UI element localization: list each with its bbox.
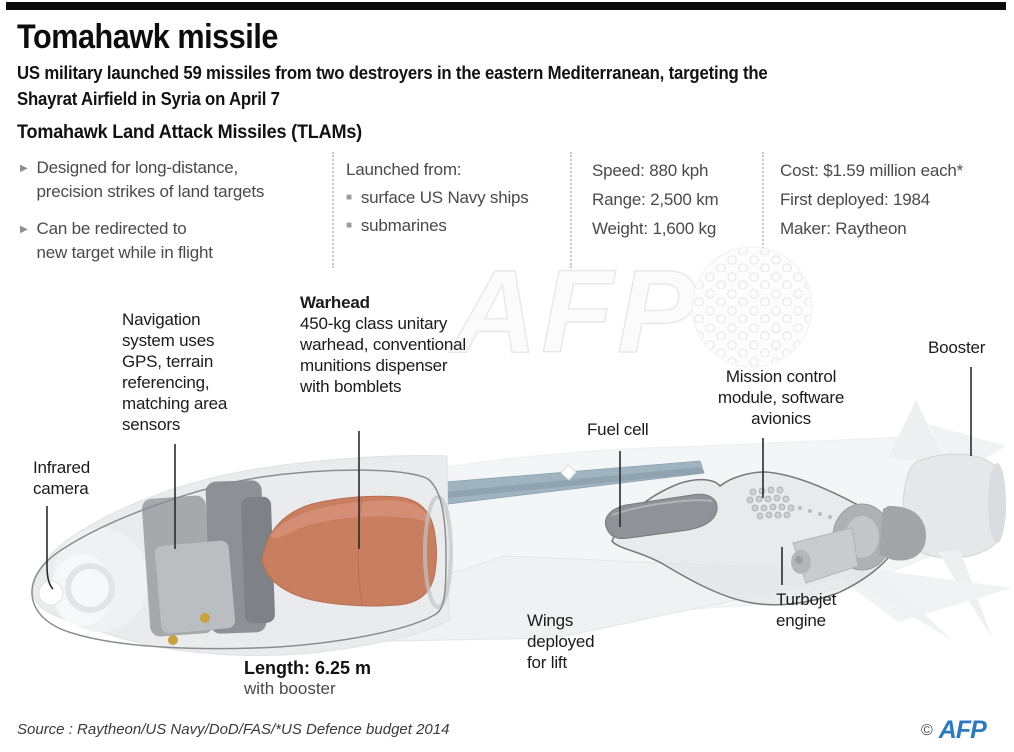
page-title: Tomahawk missile <box>17 18 278 56</box>
specs-block: Speed: 880 kph Range: 2,500 km Weight: 1… <box>592 156 719 243</box>
rear-lower-fin <box>850 572 952 640</box>
triangle-bullet-icon: ▶ <box>20 163 28 174</box>
label-warhead-title: Warhead <box>300 293 370 312</box>
dotted-separator <box>570 152 572 268</box>
launched-from-item: ■ surface US Navy ships <box>346 184 561 212</box>
label-turbojet: Turbojet engine <box>776 590 837 630</box>
afp-logo: © AFP <box>921 716 987 745</box>
label-length-sub: with booster <box>244 679 336 698</box>
navigation-equipment-shape <box>141 480 275 645</box>
meta-line: Cost: $1.59 million each* <box>780 161 964 180</box>
copyright-icon: © <box>921 721 933 739</box>
fuel-cell-shape <box>604 493 718 539</box>
meta-line: Maker: Raytheon <box>780 219 907 238</box>
meta-line: First deployed: 1984 <box>780 190 931 209</box>
leader-lines <box>46 367 972 590</box>
infrared-camera-shape <box>38 528 148 632</box>
label-mission-control: Mission control module, software avionic… <box>717 367 845 428</box>
warhead-shape <box>261 495 453 609</box>
label-navigation: Navigation system uses GPS, terrain refe… <box>122 310 228 434</box>
turbojet-engine-shape <box>791 503 926 584</box>
label-booster: Booster <box>928 338 986 357</box>
spec-line: Range: 2,500 km <box>592 190 719 209</box>
label-length: Length: 6.25 m with booster <box>244 658 371 699</box>
dotted-separator <box>762 152 764 268</box>
label-infrared-camera: Infrared camera <box>33 458 90 498</box>
page-subtitle: US military launched 59 missiles from tw… <box>17 63 768 109</box>
launched-from-text: surface US Navy ships <box>360 188 529 207</box>
label-wings: Wings deployed for lift <box>527 611 595 672</box>
label-fuel-cell: Fuel cell <box>587 420 649 439</box>
top-rule <box>6 2 1006 10</box>
afp-watermark-text: AFP <box>449 246 700 378</box>
spec-line: Speed: 880 kph <box>592 161 709 180</box>
fact-text: Can be redirected to new target while in… <box>36 219 213 262</box>
fact-item: ▶ Can be redirected to new target while … <box>20 217 325 265</box>
triangle-bullet-icon: ▶ <box>20 224 28 235</box>
launched-from-block: Launched from: ■ surface US Navy ships ■… <box>346 156 561 240</box>
meta-block: Cost: $1.59 million each* First deployed… <box>780 156 963 243</box>
infrared-leader-line <box>46 506 54 590</box>
front-cutaway-outline <box>31 469 447 650</box>
square-bullet-icon: ■ <box>346 220 352 231</box>
section-title: Tomahawk Land Attack Missiles (TLAMs) <box>17 122 363 143</box>
fact-item: ▶ Designed for long-distance, precision … <box>20 156 325 204</box>
launched-from-item: ■ submarines <box>346 212 561 240</box>
spec-line: Weight: 1,600 kg <box>592 219 717 238</box>
afp-logo-text: AFP <box>938 716 987 744</box>
facts-bullets: ▶ Designed for long-distance, precision … <box>20 156 325 278</box>
mission-control-shape <box>746 486 795 520</box>
dotted-separator <box>332 152 334 268</box>
fact-text: Designed for long-distance, precision st… <box>36 158 265 201</box>
booster-shape <box>888 400 1007 638</box>
label-warhead: Warhead 450-kg class unitary warhead, co… <box>300 292 466 397</box>
square-bullet-icon: ■ <box>346 192 352 203</box>
launched-from-text: submarines <box>360 216 447 235</box>
afp-watermark: AFP <box>448 245 813 379</box>
label-warhead-desc: 450-kg class unitary warhead, convention… <box>300 314 466 396</box>
source-line: Source : Raytheon/US Navy/DoD/FAS/*US De… <box>17 721 450 738</box>
label-length-main: Length: 6.25 m <box>244 658 372 678</box>
launched-from-label: Launched from: <box>346 160 462 179</box>
